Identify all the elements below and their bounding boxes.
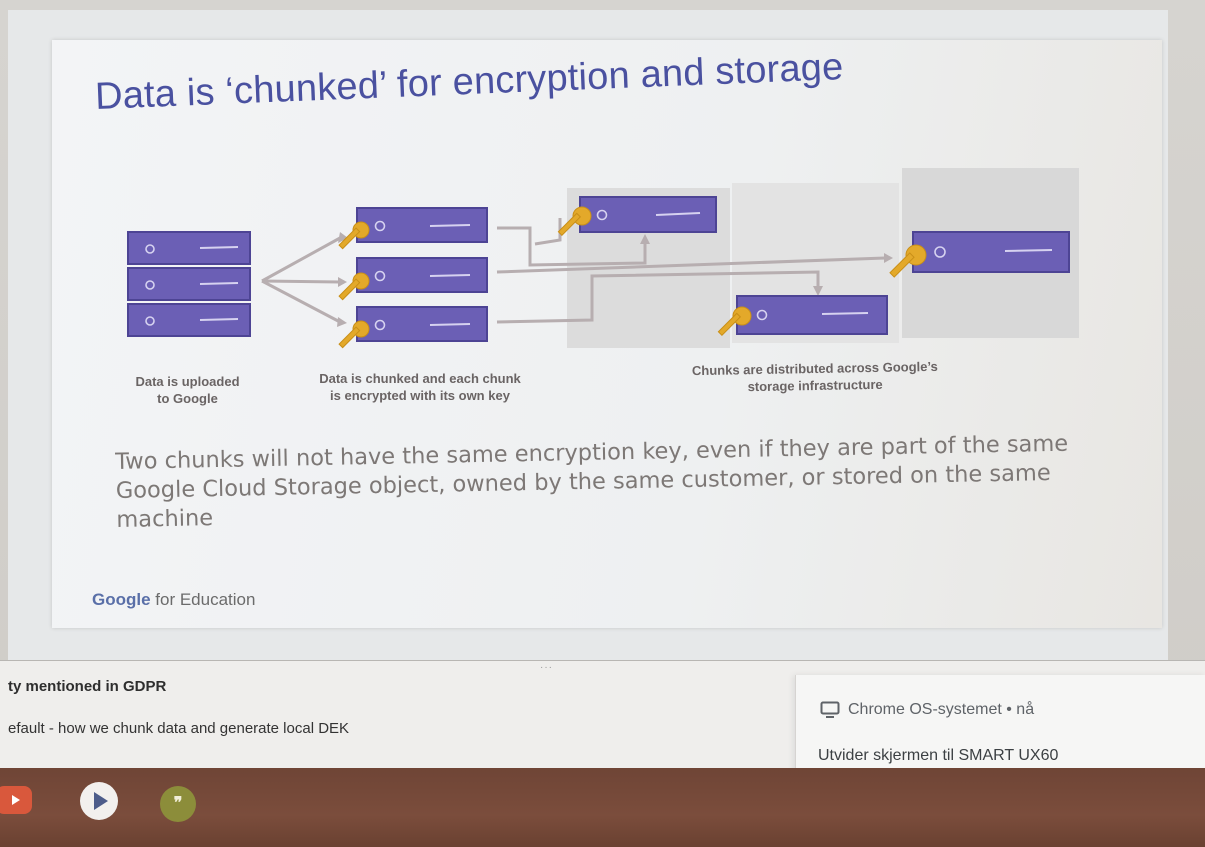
notification-message: Utvider skjermen til SMART UX60 (818, 747, 1059, 764)
chrome-os-shelf (0, 768, 1205, 847)
split-arrows (261, 232, 348, 327)
chunk-server-icon (356, 207, 488, 342)
monitor-icon (820, 701, 840, 718)
key-icon (338, 221, 370, 349)
youtube-icon[interactable] (0, 786, 32, 814)
server-original-icon (127, 231, 251, 337)
caption-uploaded: Data is uploaded to Google (135, 374, 240, 406)
play-store-icon[interactable] (80, 782, 118, 820)
caption-chunked: Data is chunked and each chunk is encryp… (319, 371, 521, 403)
distributed-chunk-icon (579, 196, 1070, 335)
caption-distributed: Chunks are distributed across Google’s s… (691, 358, 938, 395)
notification-source: Chrome OS-systemet • nå (820, 701, 1034, 719)
distribution-arrows (496, 218, 893, 324)
play-triangle-icon (94, 792, 108, 810)
key-icon (557, 206, 927, 337)
google-for-education-logo: Google for Education (92, 590, 256, 609)
panel-divider[interactable] (0, 660, 1205, 661)
notes-title: ty mentioned in GDPR (8, 678, 167, 695)
hangouts-icon[interactable]: ❞ (160, 786, 196, 822)
resize-handle-icon[interactable]: ··· (540, 662, 553, 673)
notes-line: efault - how we chunk data and generate … (8, 720, 350, 737)
notification-source-label: Chrome OS-systemet • nå (848, 701, 1035, 718)
